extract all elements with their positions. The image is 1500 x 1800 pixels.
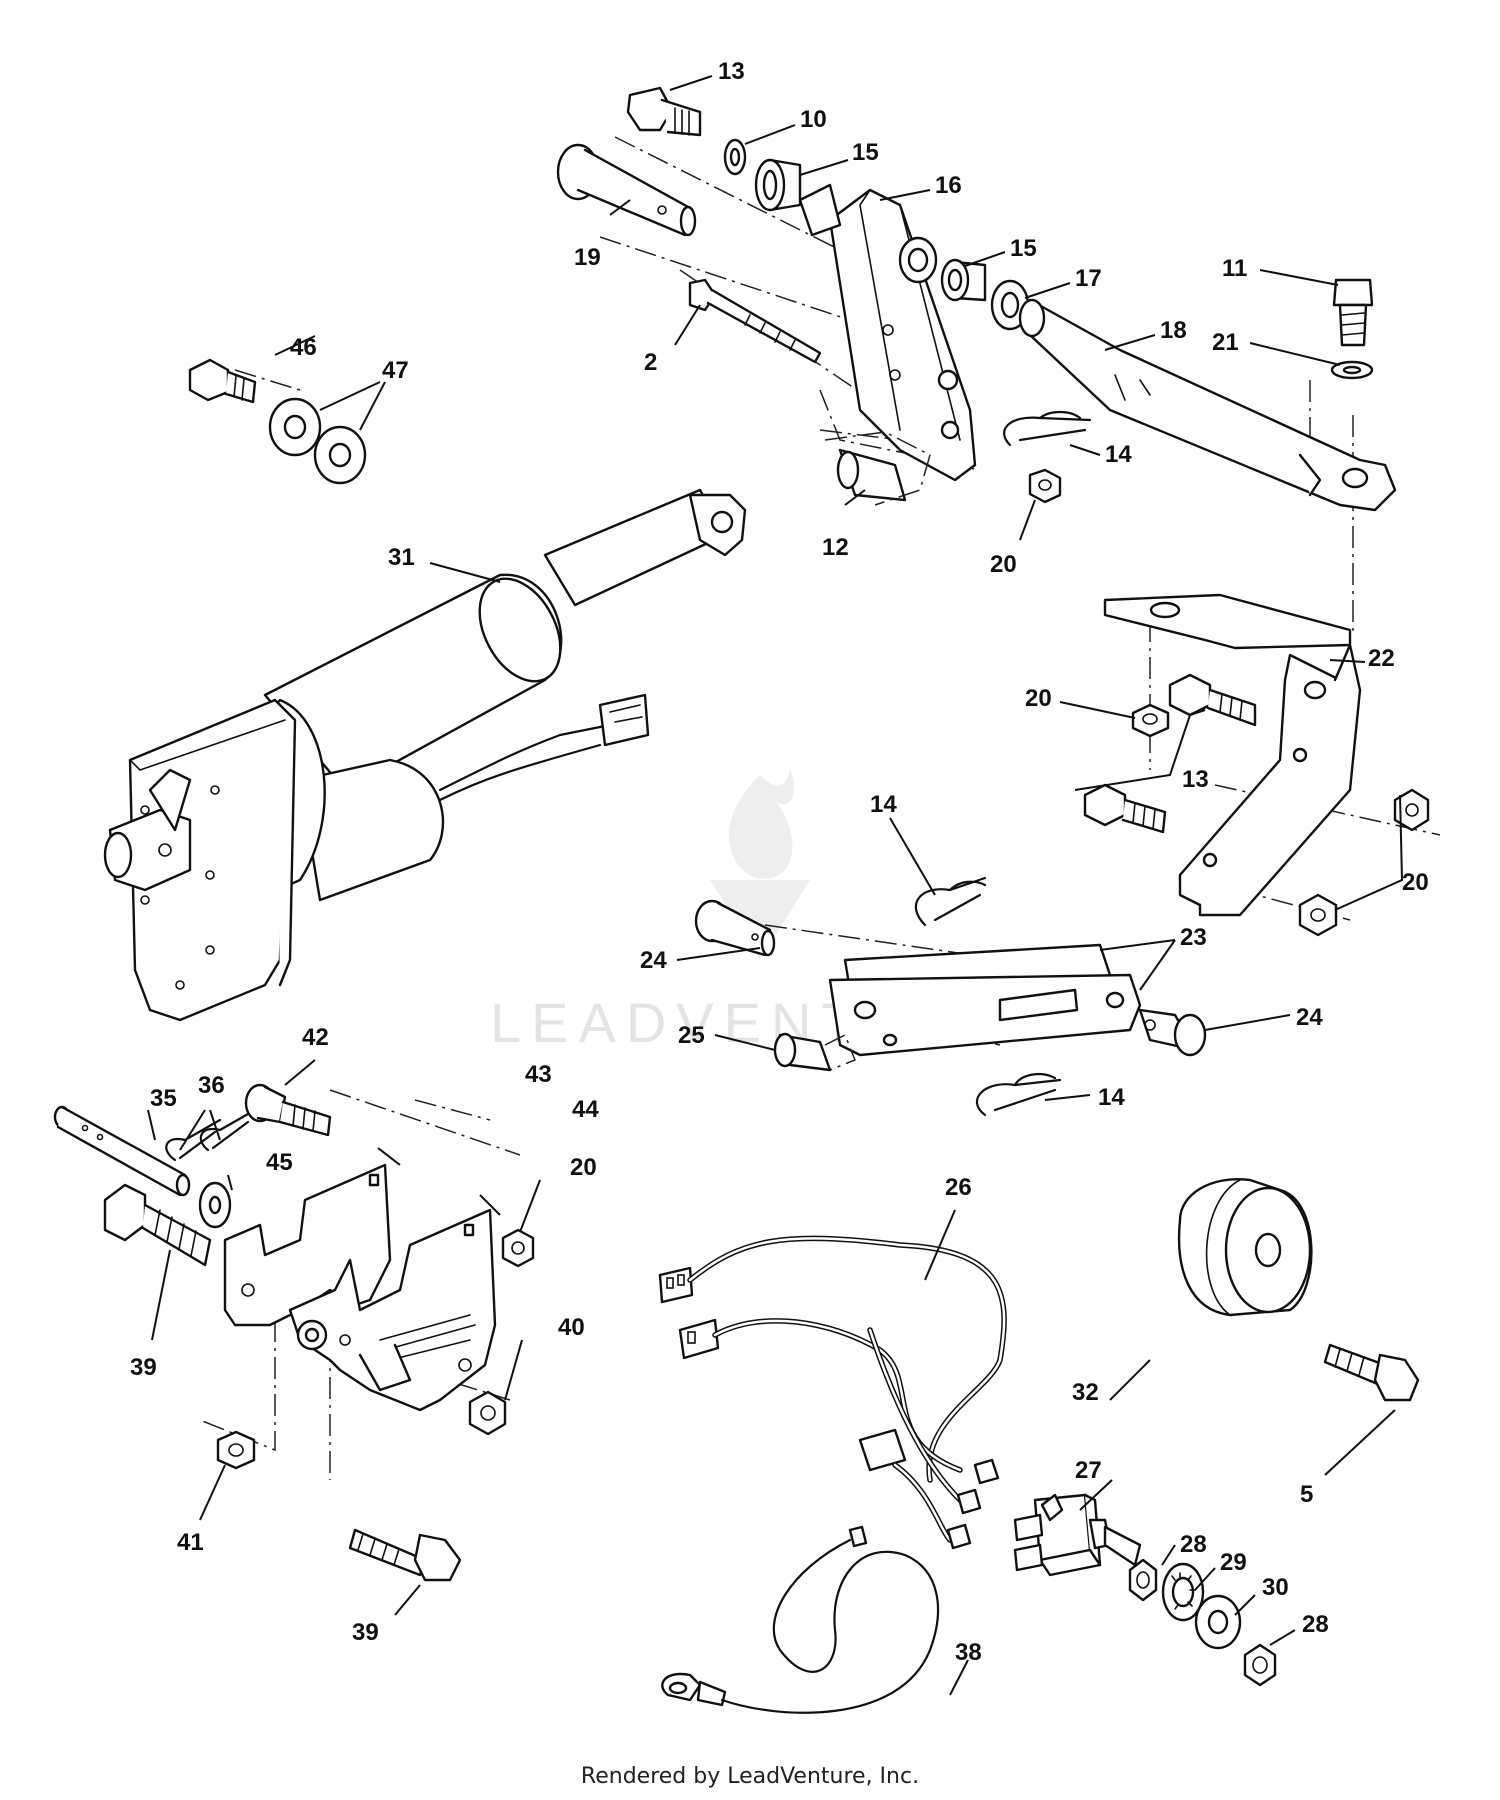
callout-14: 14 [1105,441,1132,468]
part-24-pin-left [694,899,776,957]
callout-12: 12 [822,534,849,561]
callout-labels: 13 10 15 16 19 15 17 11 18 21 2 46 47 14… [130,58,1429,1666]
part-41-nut [216,1430,256,1470]
part-40-nut [468,1390,507,1436]
part-13-bolt-bracket-lower [1083,783,1167,834]
callout-15: 15 [852,139,879,166]
part-47-washers [268,397,367,485]
part-24-pin-right [1138,1008,1207,1057]
part-44-plate [288,1208,497,1412]
callout-28: 28 [1302,1611,1329,1638]
callout-10: 10 [800,106,827,133]
part-22-mount-bracket [1103,593,1362,917]
callout-26: 26 [945,1174,972,1201]
leader-lines [147,75,1404,1696]
part-20-nut-lower-left [501,1228,535,1268]
part-19-clevis-pin [556,143,697,237]
part-39-bolt-bottom [348,1528,462,1582]
callout-40: 40 [558,1314,585,1341]
part-26-wire-harness [658,1235,1007,1550]
part-18-link-rod [1018,298,1397,512]
callout-44: 44 [572,1096,599,1123]
callout-30: 30 [1262,1574,1289,1601]
part-12-spacer [824,431,931,506]
callout-21: 21 [1212,329,1239,356]
part-14-hairpin-top [1003,410,1092,447]
callout-31: 31 [388,544,415,571]
part-32-round-knob [1177,1178,1313,1317]
callout-43: 43 [525,1061,552,1088]
callout-25: 25 [678,1022,705,1049]
part-27-toggle-switch [1013,1493,1142,1577]
callout-23: 23 [1180,924,1207,951]
part-45-washer [198,1181,232,1229]
part-28-nut-right [1243,1643,1277,1687]
callout-22: 22 [1368,645,1395,672]
part-21-washer [1330,360,1374,380]
callout-32: 32 [1072,1379,1099,1406]
callout-47: 47 [382,357,409,384]
callout-13: 13 [1182,766,1209,793]
callout-24: 24 [1296,1004,1323,1031]
part-35-pin [53,1105,191,1197]
part-13-bolt-top [626,86,702,137]
callout-18: 18 [1160,317,1187,344]
part-16-arm-bracket [798,183,977,482]
part-36-clips [165,1108,257,1162]
callout-39: 39 [352,1619,379,1646]
part-28-nut-left [1128,1558,1158,1602]
callout-41: 41 [177,1529,204,1556]
part-30-washer [1194,1594,1242,1650]
part-29-star-washer [1161,1562,1205,1622]
part-38-ground-wire [661,1525,940,1714]
part-31-linear-actuator [103,488,747,1022]
part-20-nut-top [1028,468,1062,504]
callout-14: 14 [870,791,897,818]
callout-11: 11 [1222,255,1247,282]
part-42-bolt [244,1083,332,1137]
part-20-nut-right-upper [1393,788,1430,832]
callout-35: 35 [150,1085,177,1112]
part-14-hairpin-middle [914,876,987,927]
callout-20: 20 [1025,685,1052,712]
callout-15: 15 [1010,235,1037,262]
callout-24: 24 [640,947,667,974]
part-25-spacer [773,1032,856,1072]
part-20-nut-right-lower [1298,893,1338,937]
part-15-bushing-mid [940,258,987,302]
part-5-bolt [1323,1343,1420,1402]
part-20-nut-bracket-left [1131,703,1170,738]
callout-20: 20 [1402,869,1429,896]
callout-46: 46 [290,334,317,361]
callout-13: 13 [718,58,745,85]
callout-39: 39 [130,1354,157,1381]
callout-20: 20 [570,1154,597,1181]
callout-19: 19 [574,244,601,271]
callout-14: 14 [1098,1084,1125,1111]
callout-36: 36 [198,1072,225,1099]
callout-2: 2 [644,349,657,376]
callout-5: 5 [1300,1481,1313,1508]
part-46-bolt [188,358,257,404]
callout-27: 27 [1075,1457,1102,1484]
render-caption: Rendered by LeadVenture, Inc. [581,1764,919,1789]
callout-20: 20 [990,551,1017,578]
part-11-bolt-right [1332,278,1374,347]
callout-28: 28 [1180,1531,1207,1558]
callout-45: 45 [266,1149,293,1176]
callout-17: 17 [1075,265,1102,292]
callout-16: 16 [935,172,962,199]
part-10-lock-washer [723,138,747,176]
part-15-bushing-top [754,158,802,212]
part-14-hairpin-bottom [975,1072,1062,1117]
part-39-bolt-left [103,1183,212,1267]
callout-29: 29 [1220,1549,1247,1576]
part-2-long-bolt [688,278,822,364]
callout-38: 38 [955,1639,982,1666]
part-13-bolt-bracket-upper [1168,673,1257,727]
part-23-plates [828,943,1142,1057]
callout-42: 42 [302,1024,329,1051]
